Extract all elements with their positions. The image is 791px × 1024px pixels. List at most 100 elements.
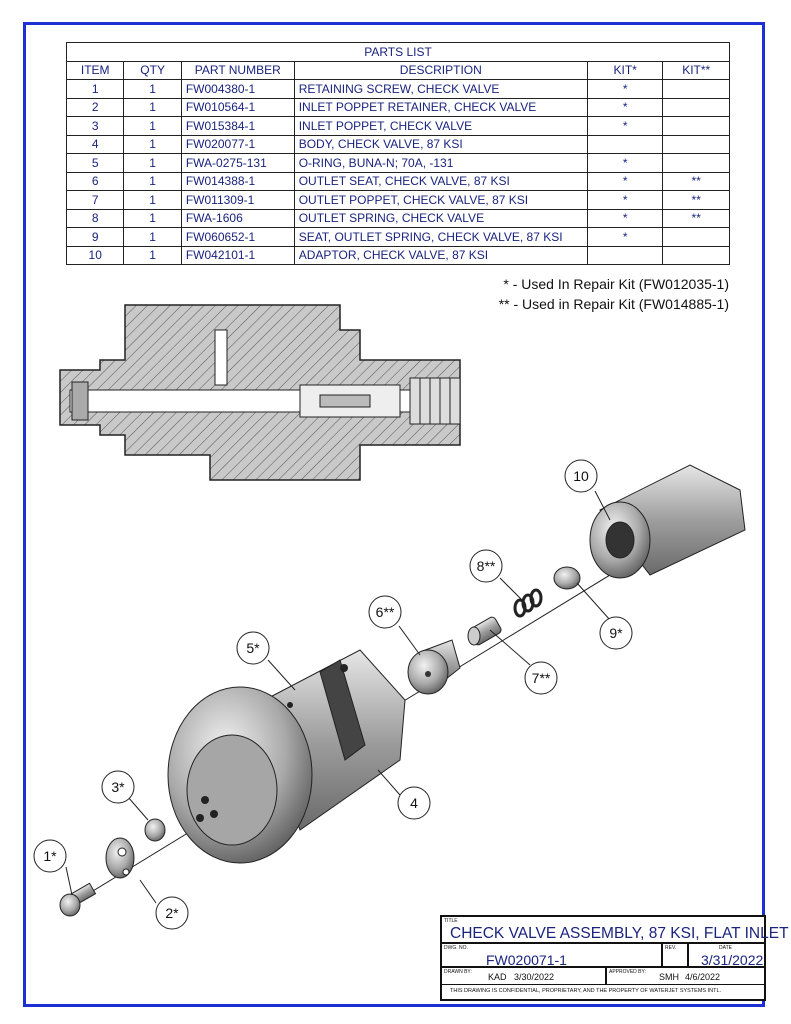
drawn-by-cell: DRAWN BY: KAD 3/30/2022 xyxy=(442,967,606,985)
dwg-no-cell: DWG. NO. FW020071-1 xyxy=(442,943,662,968)
title-label: TITLE xyxy=(444,918,458,924)
callout-8: 8** xyxy=(469,549,503,583)
callout-3: 3* xyxy=(101,770,135,804)
rev-label: REV. xyxy=(665,945,677,951)
dwg-no: FW020071-1 xyxy=(486,952,567,968)
cell-qty: 1 xyxy=(123,171,182,191)
part-outlet-seat xyxy=(407,639,461,695)
drawing-border xyxy=(23,22,765,1007)
cell-description: SEAT, OUTLET SPRING, CHECK VALVE, 87 KSI xyxy=(293,227,588,247)
callout-10: 10 xyxy=(564,459,598,493)
cell-qty: 1 xyxy=(123,190,182,210)
cell-qty: 1 xyxy=(123,208,182,228)
header-qty: QTY xyxy=(123,60,182,80)
svg-text:10: 10 xyxy=(573,468,589,484)
cell-description: OUTLET POPPET, CHECK VALVE, 87 KSI xyxy=(293,190,588,210)
part-spring-seat xyxy=(553,566,581,590)
svg-text:1*: 1* xyxy=(43,848,57,864)
svg-text:5*: 5* xyxy=(246,640,260,656)
drawn-date: 3/30/2022 xyxy=(514,972,555,982)
drawing-title: CHECK VALVE ASSEMBLY, 87 KSI, FLAT INLET xyxy=(450,925,789,942)
cell-kit1 xyxy=(586,245,664,265)
approved-date: 4/6/2022 xyxy=(685,972,721,982)
cell-part-number: FWA-0275-131 xyxy=(180,153,295,173)
approved-by: SMH xyxy=(659,972,679,982)
cell-kit1: * xyxy=(586,190,664,210)
part-spring xyxy=(513,588,543,618)
part-body xyxy=(167,649,406,864)
header-item: ITEM xyxy=(65,60,125,80)
cell-kit2: ** xyxy=(662,208,730,228)
svg-text:7**: 7** xyxy=(532,670,551,686)
part-retaining-screw xyxy=(59,882,97,917)
callout-9: 9* xyxy=(599,616,633,650)
part-adaptor xyxy=(589,464,746,579)
drawn-by: KAD xyxy=(488,972,507,982)
cell-description: RETAINING SCREW, CHECK VALVE xyxy=(293,79,588,99)
svg-text:3*: 3* xyxy=(111,779,125,795)
approved-by-label: APPROVED BY: xyxy=(609,969,646,975)
cell-kit2: ** xyxy=(662,190,730,210)
cell-part-number: FWA-1606 xyxy=(180,208,295,228)
cell-kit1: * xyxy=(586,116,664,136)
date-label: DATE xyxy=(719,945,732,951)
drawn-by-label: DRAWN BY: xyxy=(444,969,472,975)
leader-lines xyxy=(65,490,611,904)
cell-description: BODY, CHECK VALVE, 87 KSI xyxy=(293,134,588,154)
parts-list-table: PARTS LIST ITEM QTY PART NUMBER DESCRIPT… xyxy=(65,42,730,265)
cell-part-number: FW020077-1 xyxy=(180,134,295,154)
cell-kit1 xyxy=(586,134,664,154)
callout-2: 2* xyxy=(155,896,189,930)
cell-description: O-RING, BUNA-N; 70A, -131 xyxy=(293,153,588,173)
cell-part-number: FW004380-1 xyxy=(180,79,295,99)
cell-kit2 xyxy=(662,245,730,265)
title-block: TITLE CHECK VALVE ASSEMBLY, 87 KSI, FLAT… xyxy=(440,915,789,1001)
svg-text:8**: 8** xyxy=(477,558,496,574)
section-view xyxy=(59,304,461,481)
kit-note-2: ** - Used in Repair Kit (FW014885-1) xyxy=(498,296,729,312)
header-description: DESCRIPTION xyxy=(293,60,588,80)
cell-item: 9 xyxy=(65,227,125,247)
cell-kit2 xyxy=(662,134,730,154)
cell-part-number: FW015384-1 xyxy=(180,116,295,136)
cell-qty: 1 xyxy=(123,245,182,265)
svg-text:2*: 2* xyxy=(165,905,179,921)
part-inlet-retainer xyxy=(105,837,135,879)
svg-text:4: 4 xyxy=(410,795,418,811)
cell-description: INLET POPPET, CHECK VALVE xyxy=(293,116,588,136)
date-cell: DATE 3/31/2022 xyxy=(688,943,764,968)
cell-description: INLET POPPET RETAINER, CHECK VALVE xyxy=(293,97,588,117)
cell-kit1: * xyxy=(586,153,664,173)
cell-description: OUTLET SPRING, CHECK VALVE xyxy=(293,208,588,228)
kit-note-1: * - Used In Repair Kit (FW012035-1) xyxy=(503,276,729,292)
callout-7: 7** xyxy=(524,661,558,695)
date-value: 3/31/2022 xyxy=(701,952,764,968)
callout-5: 5* xyxy=(236,631,270,665)
cell-kit1: * xyxy=(586,208,664,228)
cell-description: OUTLET SEAT, CHECK VALVE, 87 KSI xyxy=(293,171,588,191)
cell-description: ADAPTOR, CHECK VALVE, 87 KSI xyxy=(293,245,588,265)
cell-kit2 xyxy=(662,116,730,136)
cell-qty: 1 xyxy=(123,227,182,247)
cell-part-number: FW011309-1 xyxy=(180,190,295,210)
cell-part-number: FW042101-1 xyxy=(180,245,295,265)
kit-notes: * - Used In Repair Kit (FW012035-1) ** -… xyxy=(499,274,729,314)
cell-kit2 xyxy=(662,227,730,247)
cell-kit2 xyxy=(662,153,730,173)
title-cell: TITLE CHECK VALVE ASSEMBLY, 87 KSI, FLAT… xyxy=(442,917,789,943)
cell-qty: 1 xyxy=(123,153,182,173)
cell-qty: 1 xyxy=(123,134,182,154)
approved-by-cell: APPROVED BY: SMH 4/6/2022 xyxy=(606,967,764,985)
confidential-notice: THIS DRAWING IS CONFIDENTIAL, PROPRIETAR… xyxy=(450,988,722,994)
